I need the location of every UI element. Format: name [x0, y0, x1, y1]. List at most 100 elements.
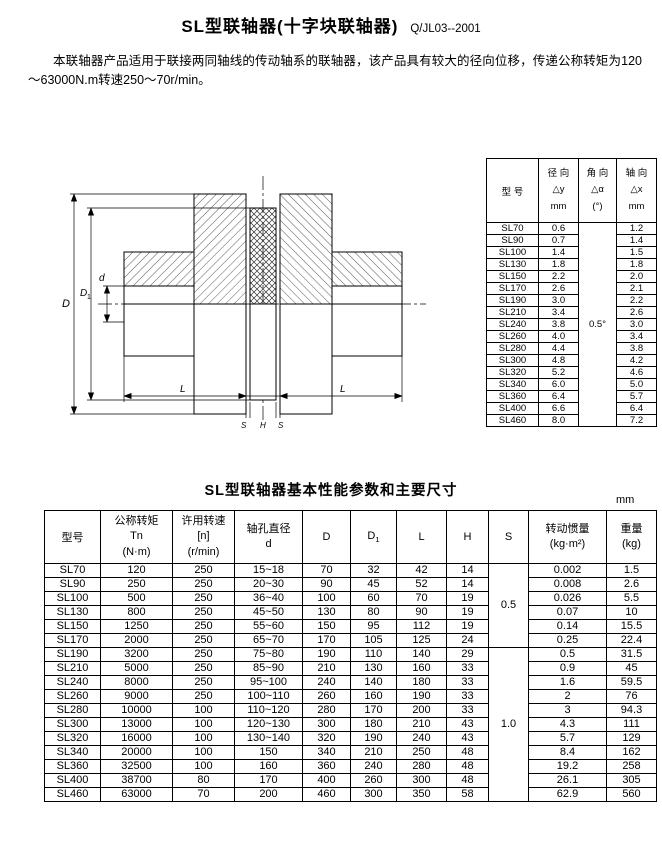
intro-paragraph: 本联轴器产品适用于联接两同轴线的传动轴系的联轴器，该产品具有较大的径向位移，传递…: [28, 54, 642, 88]
L-cell: 350: [396, 787, 447, 802]
torque-cell: 2000: [100, 633, 173, 648]
L-cell: 42: [396, 563, 447, 578]
col-header-torque-title: 公称转矩: [114, 514, 159, 527]
dim-label-S-right: S: [278, 421, 284, 430]
tol-radial-cell: 6.6: [538, 402, 579, 415]
tol-axial-cell: 6.4: [616, 402, 657, 415]
H-cell: 24: [446, 633, 489, 648]
col-header-L: L: [396, 510, 447, 564]
tol-header-model: 型 号: [486, 158, 539, 223]
torque-cell: 1250: [100, 619, 173, 634]
dim-label-H: H: [260, 421, 266, 430]
dimension-bottom: [123, 356, 403, 418]
model-cell: SL460: [44, 787, 101, 802]
tol-model-cell: SL260: [486, 330, 539, 343]
weight-cell: 15.5: [606, 619, 657, 634]
weight-cell: 111: [606, 717, 657, 732]
section-top-half: [123, 193, 403, 305]
weight-cell: 22.4: [606, 633, 657, 648]
torque-cell: 38700: [100, 773, 173, 788]
inertia-cell: 0.25: [528, 633, 607, 648]
dim-label-L-left: L: [180, 384, 186, 395]
dimension-D: [70, 193, 194, 415]
speed-cell: 100: [172, 703, 235, 718]
D1-cell: 170: [350, 703, 397, 718]
tol-model-cell: SL150: [486, 270, 539, 283]
torque-cell: 5000: [100, 661, 173, 676]
torque-cell: 9000: [100, 689, 173, 704]
col-header-model: 型号: [44, 510, 101, 564]
torque-cell: 10000: [100, 703, 173, 718]
D-cell: 400: [302, 773, 351, 788]
D-cell: 320: [302, 731, 351, 746]
tol-angular-cell: 0.5°: [578, 222, 617, 427]
D1-cell: 95: [350, 619, 397, 634]
speed-cell: 250: [172, 647, 235, 662]
weight-cell: 31.5: [606, 647, 657, 662]
inertia-cell: 3: [528, 703, 607, 718]
model-cell: SL300: [44, 717, 101, 732]
tol-header-axial: 轴 向 △x mm: [616, 158, 657, 223]
S-cell: 0.5: [488, 563, 529, 648]
bore-cell: 150: [234, 745, 303, 760]
dim-label-L-right: L: [340, 384, 346, 395]
tol-header-radial-unit: mm: [550, 200, 567, 212]
inertia-cell: 26.1: [528, 773, 607, 788]
col-header-inertia: 转动惯量 (kg·m²): [528, 510, 607, 564]
D-cell: 150: [302, 619, 351, 634]
tol-radial-cell: 3.0: [538, 294, 579, 307]
inertia-cell: 8.4: [528, 745, 607, 760]
col-header-weight: 重量 (kg): [606, 510, 657, 564]
model-cell: SL190: [44, 647, 101, 662]
L-cell: 180: [396, 675, 447, 690]
D1-cell: 32: [350, 563, 397, 578]
tol-axial-cell: 5.7: [616, 390, 657, 403]
L-cell: 125: [396, 633, 447, 648]
tol-model-cell: SL130: [486, 258, 539, 271]
inertia-cell: 0.002: [528, 563, 607, 578]
standard-number: Q/JL03--2001: [410, 23, 481, 35]
weight-cell: 5.5: [606, 591, 657, 606]
D-cell: 240: [302, 675, 351, 690]
tol-header-radial-symbol: △y: [552, 184, 565, 196]
D-cell: 90: [302, 577, 351, 592]
tol-radial-cell: 1.8: [538, 258, 579, 271]
tol-header-axial-symbol: △x: [630, 184, 643, 196]
speed-cell: 250: [172, 633, 235, 648]
inertia-cell: 1.6: [528, 675, 607, 690]
col-header-D: D: [302, 510, 351, 564]
S-cell: 1.0: [488, 647, 529, 802]
col-header-D1-main: D: [367, 529, 376, 542]
bore-cell: 160: [234, 759, 303, 774]
weight-cell: 305: [606, 773, 657, 788]
speed-cell: 250: [172, 591, 235, 606]
coupling-section-drawing: D D 1 d: [44, 154, 464, 432]
tol-radial-cell: 6.4: [538, 390, 579, 403]
col-header-H: H: [446, 510, 489, 564]
D1-cell: 140: [350, 675, 397, 690]
H-cell: 43: [446, 731, 489, 746]
model-cell: SL320: [44, 731, 101, 746]
tol-radial-cell: 8.0: [538, 414, 579, 427]
inertia-cell: 0.008: [528, 577, 607, 592]
tol-model-cell: SL340: [486, 378, 539, 391]
inertia-cell: 0.07: [528, 605, 607, 620]
D1-cell: 60: [350, 591, 397, 606]
bore-cell: 95~100: [234, 675, 303, 690]
inertia-cell: 2: [528, 689, 607, 704]
tol-radial-cell: 2.6: [538, 282, 579, 295]
D1-cell: 260: [350, 773, 397, 788]
weight-cell: 1.5: [606, 563, 657, 578]
tol-axial-cell: 4.2: [616, 354, 657, 367]
tol-model-cell: SL280: [486, 342, 539, 355]
H-cell: 48: [446, 773, 489, 788]
